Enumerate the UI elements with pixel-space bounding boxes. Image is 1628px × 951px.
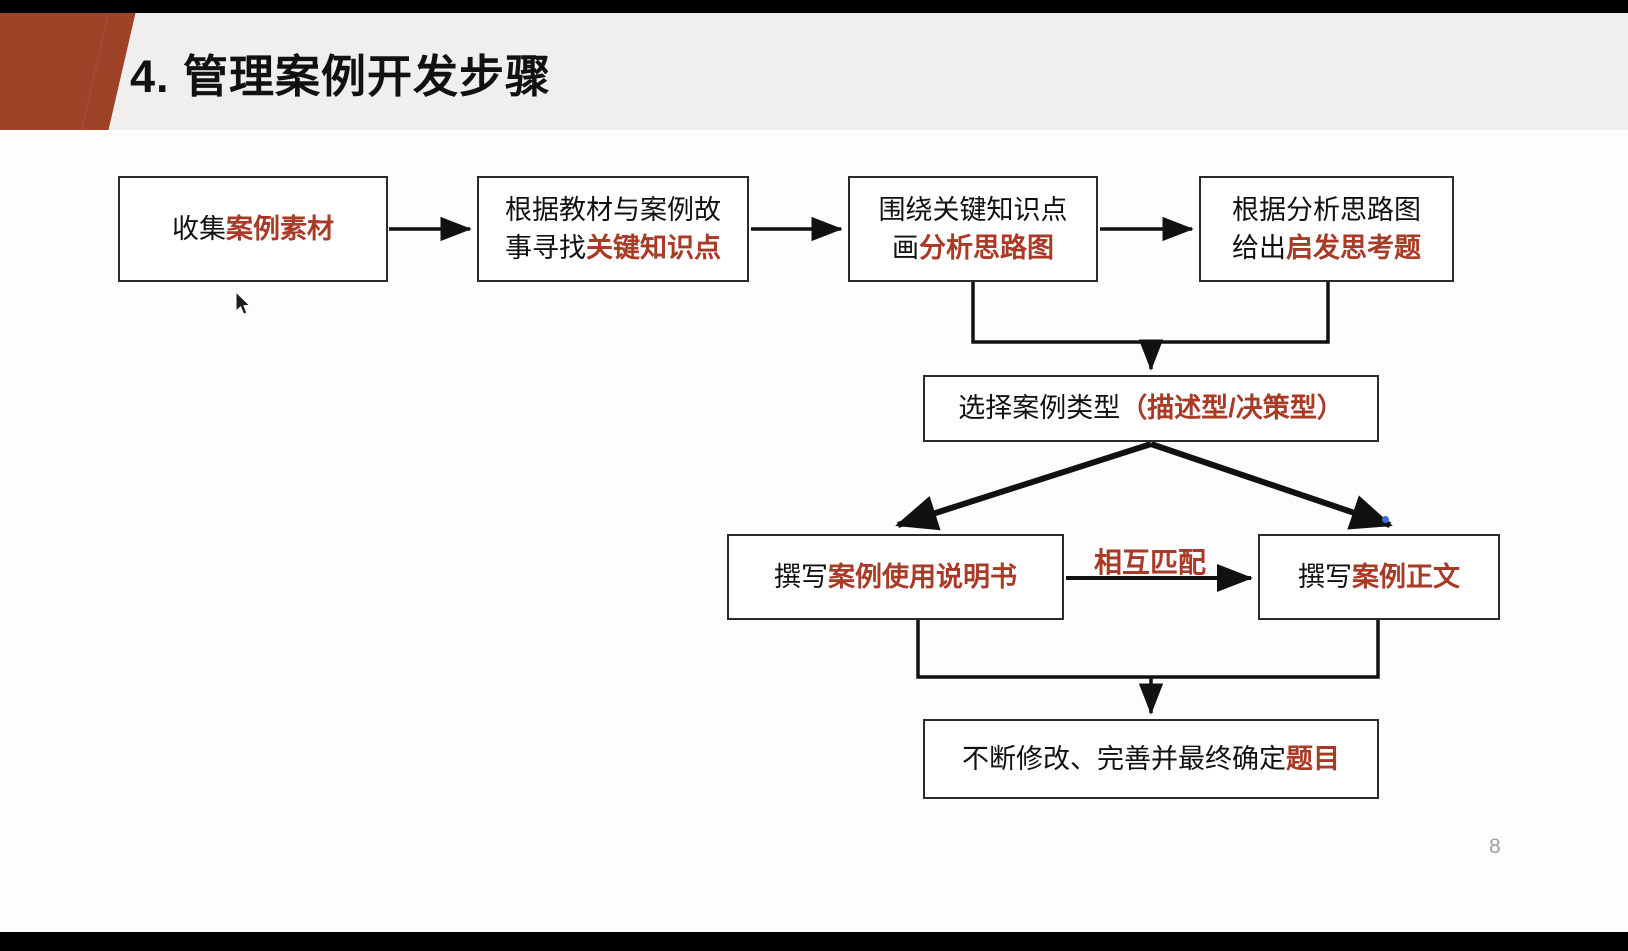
plain-text: 不断修改、完善并最终确定: [962, 743, 1286, 774]
plain-text: 根据分析思路图: [1232, 194, 1421, 225]
flow-box-line: 根据教材与案例故: [505, 191, 721, 229]
highlighted-text: 分析思路图: [919, 233, 1054, 263]
highlighted-text: 案例素材: [226, 213, 334, 244]
plain-text: 给出: [1232, 233, 1286, 263]
mouse-cursor-icon: [236, 292, 251, 315]
flow-box-line: 画分析思路图: [892, 229, 1054, 267]
plain-text: 撰写: [774, 561, 828, 592]
flow-connectors: [389, 216, 1393, 715]
plain-text: 根据教材与案例故: [505, 194, 721, 225]
plain-text: 画: [892, 233, 919, 263]
plain-text: 围绕关键知识点: [878, 194, 1068, 225]
arrow-casetype-to-manual: [895, 441, 1152, 531]
flow-box-find-key-points[interactable]: 根据教材与案例故事寻找关键知识点: [477, 176, 749, 282]
flow-box-line: 围绕关键知识点: [879, 191, 1068, 229]
highlighted-text: （描述型/决策型）: [1120, 393, 1344, 424]
letterbox-top: [0, 0, 1628, 13]
laser-pointer-dot: [1382, 516, 1389, 523]
highlighted-text: 案例正文: [1352, 561, 1460, 592]
highlighted-text: 启发思考题: [1286, 233, 1421, 263]
highlighted-text: 案例使用说明书: [828, 561, 1017, 592]
flow-box-write-main-text[interactable]: 撰写案例正文: [1258, 534, 1500, 620]
flow-box-line: 事寻找关键知识点: [505, 229, 721, 267]
plain-text: 选择案例类型: [958, 393, 1121, 424]
flow-box-line: 不断修改、完善并最终确定题目: [962, 740, 1340, 778]
flow-box-choose-case-type[interactable]: 选择案例类型（描述型/决策型）: [923, 375, 1379, 442]
flow-box-write-manual[interactable]: 撰写案例使用说明书: [727, 534, 1064, 620]
plain-text: 撰写: [1298, 561, 1352, 592]
flow-box-finalize-topic[interactable]: 不断修改、完善并最终确定题目: [923, 719, 1379, 799]
page-number: 8: [1489, 835, 1501, 858]
arrow-casetype-to-maintext: [1150, 441, 1393, 530]
slide-canvas: 4. 管理案例开发步骤: [0, 13, 1628, 932]
flow-box-line: 收集案例素材: [172, 210, 334, 248]
plain-text: 事寻找: [505, 233, 586, 263]
edge-label-mutual-match: 相互匹配: [1094, 547, 1207, 578]
letterbox-bottom: [0, 932, 1628, 951]
highlighted-text: 关键知识点: [586, 233, 721, 263]
flow-box-line: 撰写案例使用说明书: [774, 558, 1017, 596]
flow-box-line: 撰写案例正文: [1298, 558, 1460, 596]
flow-box-line: 给出启发思考题: [1232, 229, 1421, 267]
slide-header: 4. 管理案例开发步骤: [0, 13, 1628, 130]
flow-box-line: 选择案例类型（描述型/决策型）: [958, 389, 1344, 427]
highlighted-text: 题目: [1286, 743, 1340, 774]
flow-box-give-questions[interactable]: 根据分析思路图给出启发思考题: [1199, 176, 1454, 282]
connector-merge-to-finalize: [916, 620, 1380, 679]
page-title: 4. 管理案例开发步骤: [130, 51, 552, 102]
flow-box-draw-analysis-map[interactable]: 围绕关键知识点画分析思路图: [848, 176, 1098, 282]
connector-merge-to-casetype: [971, 282, 1330, 344]
flow-box-collect-material[interactable]: 收集案例素材: [118, 176, 388, 282]
flow-box-line: 根据分析思路图: [1232, 191, 1421, 229]
plain-text: 收集: [172, 213, 226, 244]
